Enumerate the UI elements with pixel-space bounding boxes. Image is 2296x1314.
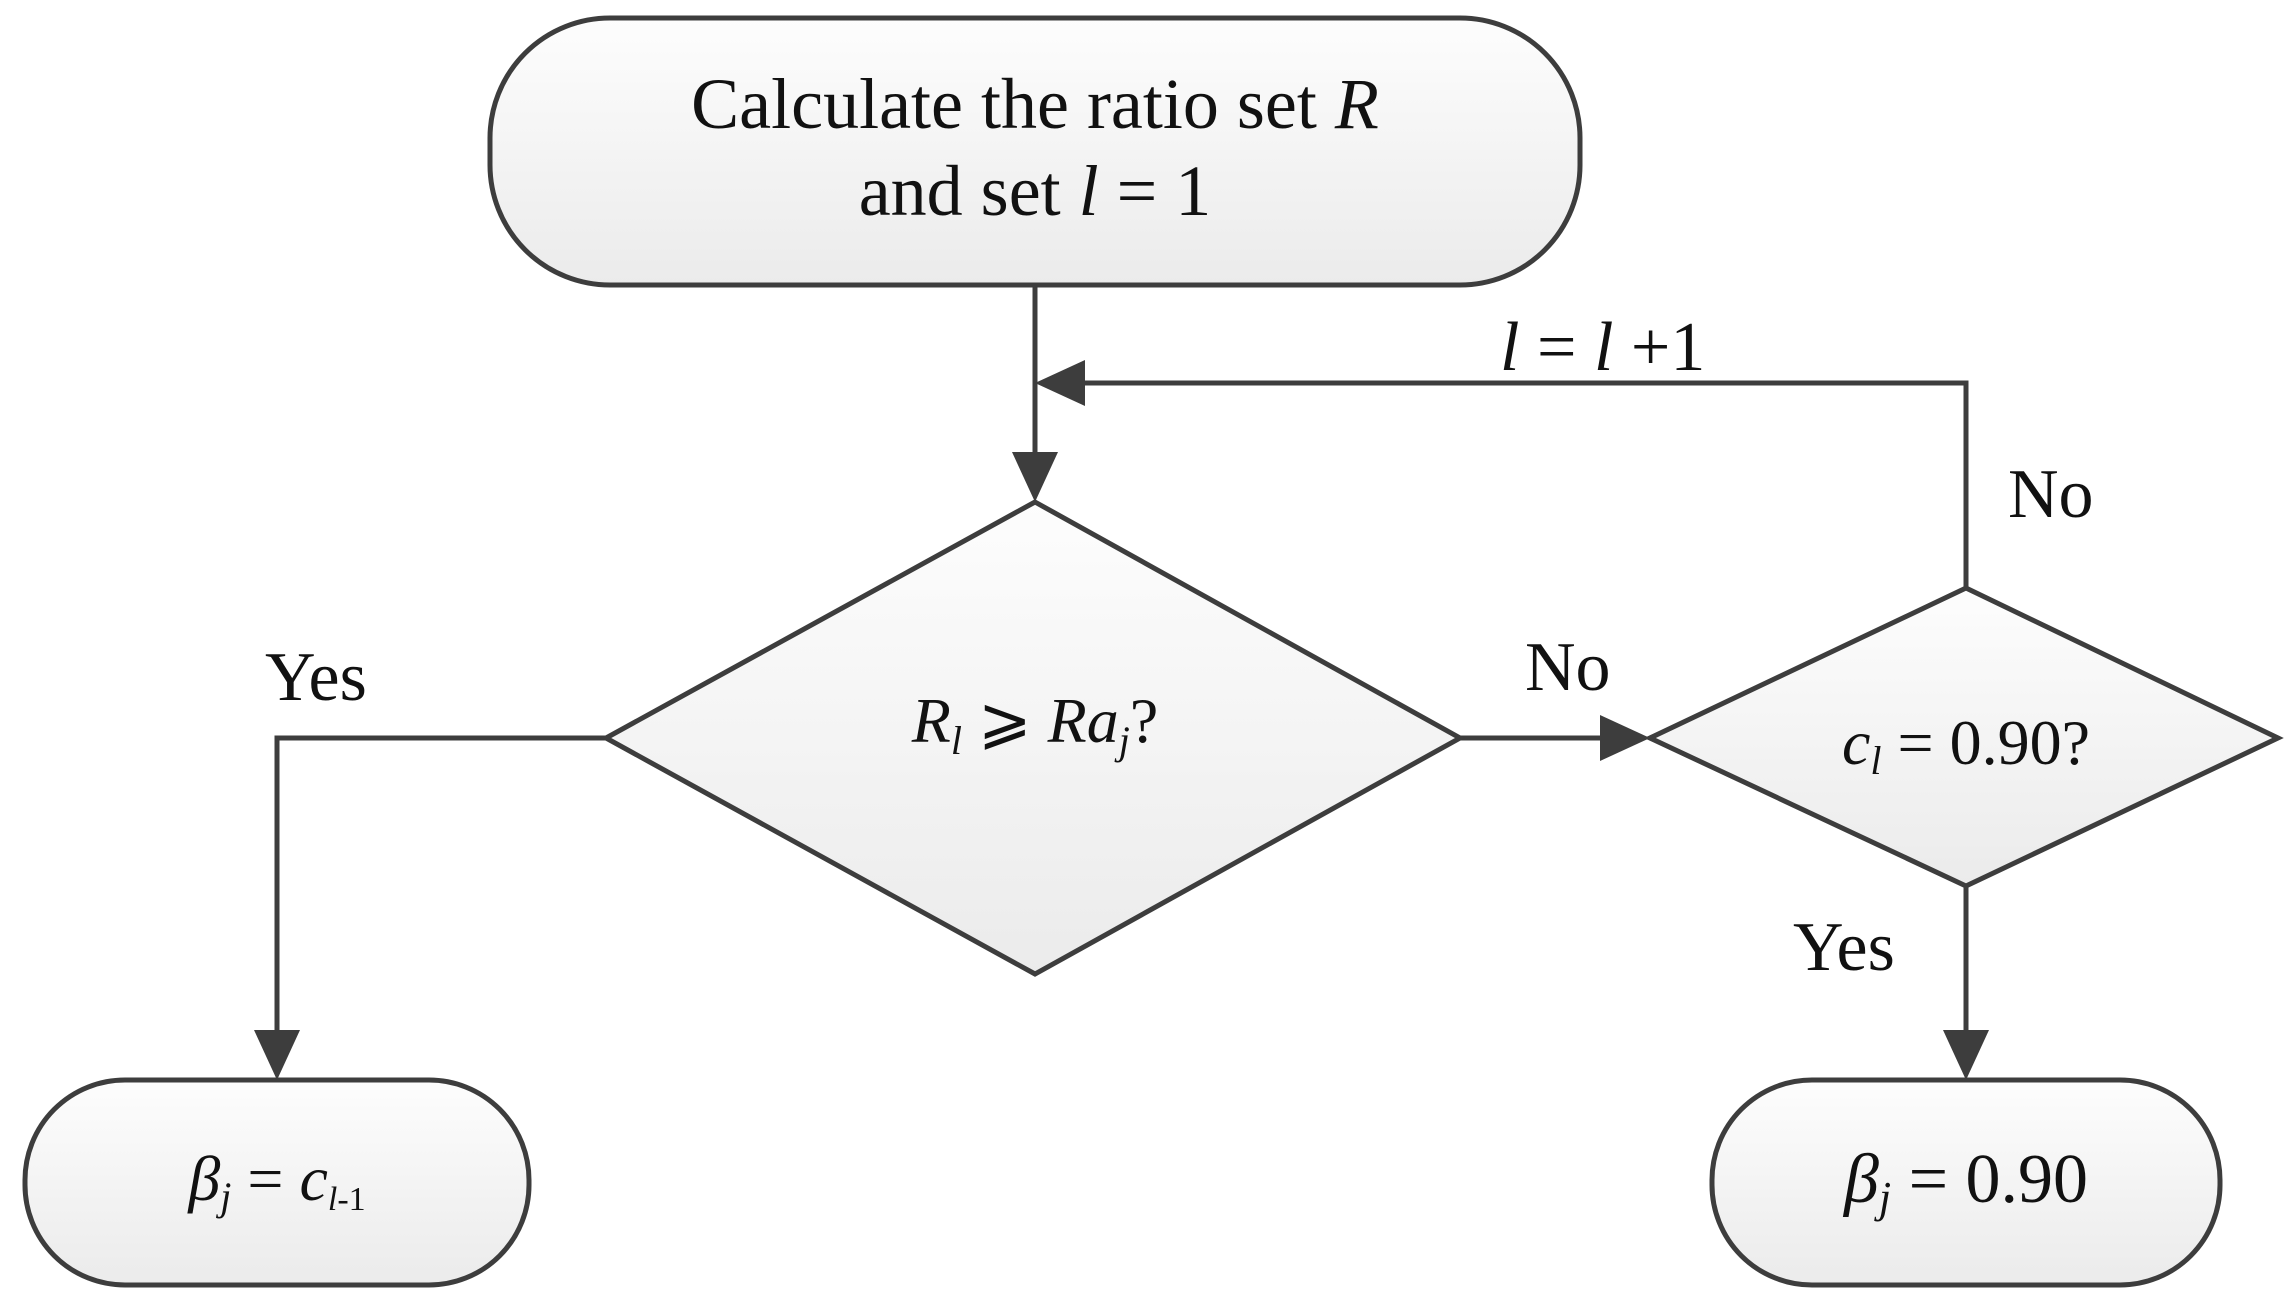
loop-var-l1: l — [1500, 309, 1519, 386]
end-left-op: = — [231, 1143, 299, 1214]
start-node-var-l: l — [1079, 151, 1099, 231]
decision-c-q: ? — [2062, 707, 2090, 778]
end-left-sub-j: j — [215, 1174, 231, 1219]
start-node — [487, 15, 1583, 288]
decision-c-rest: = 0.90 — [1882, 707, 2062, 778]
label-yes-right: Yes — [1793, 909, 1895, 986]
decision-ratio-op: ⩾ — [962, 685, 1048, 756]
end-left-var-beta: β — [186, 1143, 220, 1214]
decision-ratio-sub-j: j — [1114, 718, 1130, 763]
decision-ratio — [600, 499, 1466, 977]
end-left-sub-l: l — [328, 1181, 337, 1218]
arrowhead-to-ratio — [1012, 452, 1058, 502]
end-right-sub-j: j — [1874, 1173, 1891, 1222]
label-yes-left: Yes — [265, 639, 367, 716]
loop-rest: +1 — [1613, 309, 1705, 386]
start-node-line1: Calculate the ratio set R — [691, 64, 1379, 144]
end-node-left — [22, 1077, 532, 1288]
end-node-right-label: βj = 0.90 — [1842, 1141, 2088, 1222]
decision-ratio-var-Ra: Ra — [1047, 685, 1119, 756]
end-right-var-beta: β — [1842, 1141, 1879, 1218]
decision-ratio-var-R: R — [911, 685, 951, 756]
decision-c — [1644, 585, 2284, 889]
edge-loop-back — [1072, 380, 1969, 588]
decision-ratio-sub-l: l — [951, 718, 962, 763]
arrowhead-to-left-end — [254, 1030, 300, 1080]
loop-label: l = l +1 — [1500, 309, 1705, 386]
arrowhead-loop-back — [1035, 360, 1085, 406]
loop-mid: = — [1519, 309, 1593, 386]
arrowhead-to-right-end — [1943, 1030, 1989, 1080]
start-node-line2-rest: = 1 — [1099, 151, 1212, 231]
label-no-top: No — [2008, 456, 2094, 533]
start-node-line1-text: Calculate the ratio set — [691, 64, 1335, 144]
decision-c-label: cl = 0.90? — [1842, 707, 2090, 783]
decision-ratio-label: Rl ⩾ Raj? — [911, 685, 1158, 763]
start-node-var-R: R — [1334, 64, 1379, 144]
decision-ratio-q: ? — [1130, 685, 1158, 756]
label-no-middle: No — [1525, 629, 1611, 706]
end-right-rest: = 0.90 — [1891, 1141, 2088, 1218]
decision-c-var-c: c — [1842, 707, 1870, 778]
edge-ratio-yes — [274, 735, 606, 1048]
arrowhead-to-c-decision — [1600, 715, 1650, 761]
loop-var-l2: l — [1594, 309, 1613, 386]
end-node-right — [1709, 1077, 2223, 1288]
start-node-line2: and set l = 1 — [859, 151, 1212, 231]
end-left-sub-rest: -1 — [337, 1181, 365, 1218]
end-node-left-label: βj = cl-1 — [186, 1143, 365, 1219]
end-left-var-c: c — [299, 1143, 327, 1214]
decision-c-sub-l: l — [1870, 738, 1881, 783]
start-node-line2-text: and set — [859, 151, 1079, 231]
